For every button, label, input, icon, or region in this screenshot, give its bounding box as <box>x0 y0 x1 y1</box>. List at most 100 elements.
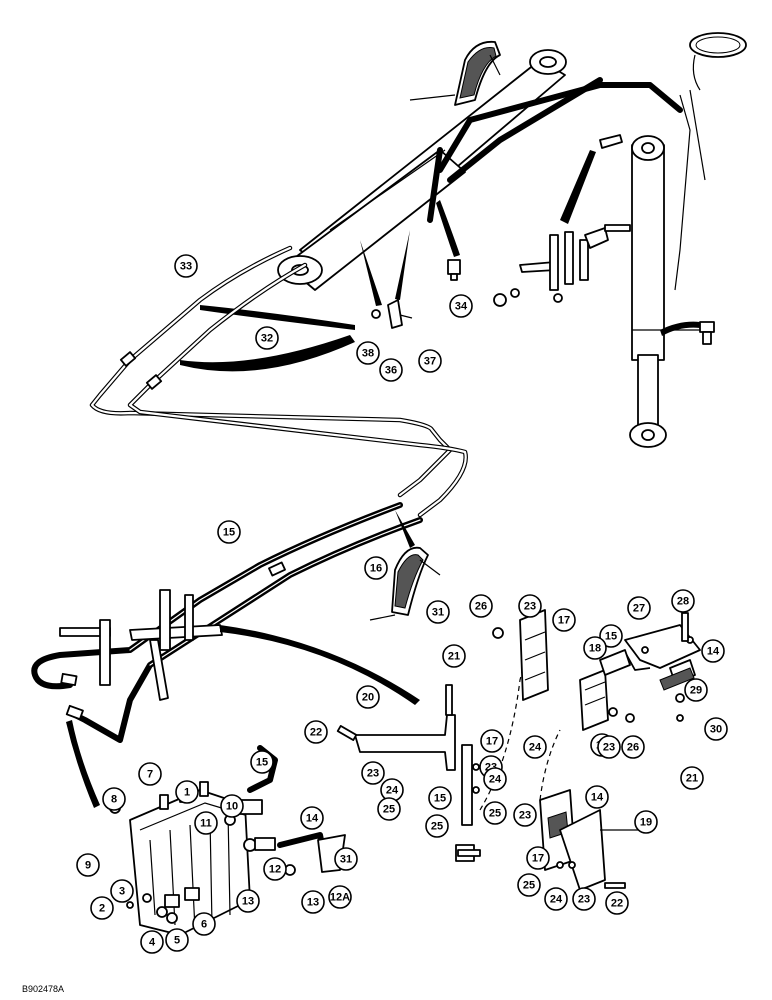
callout-label: 22 <box>310 727 322 739</box>
callout-circle <box>174 254 198 278</box>
callout-label: 26 <box>475 601 487 613</box>
callout-33: 33 <box>174 254 198 278</box>
callout-22: 22 <box>605 891 629 915</box>
middle-protective-hose <box>369 546 441 621</box>
callout-26: 26 <box>469 594 493 618</box>
callout-30: 30 <box>704 717 728 741</box>
callout-24: 24 <box>380 778 404 802</box>
callout-circle <box>605 891 629 915</box>
callout-29: 29 <box>684 678 708 702</box>
callout-circle <box>684 678 708 702</box>
callout-circle <box>449 294 473 318</box>
callout-circle <box>263 857 287 881</box>
callout-28: 28 <box>671 589 695 613</box>
dipper-fitting <box>699 321 715 345</box>
callout-circle <box>220 794 244 818</box>
cylinder-supply-hoses <box>427 77 706 291</box>
callout-circle <box>425 814 449 838</box>
callout-label: 9 <box>85 860 91 872</box>
callout-circle <box>517 873 541 897</box>
callout-label: 17 <box>532 853 544 865</box>
callout-circle <box>175 780 199 804</box>
callout-label: 33 <box>180 261 192 273</box>
callout-6: 6 <box>192 912 216 936</box>
callout-21: 21 <box>680 766 704 790</box>
callout-23: 23 <box>572 887 596 911</box>
callout-12a: 12A <box>328 885 352 909</box>
callout-circle <box>442 644 466 668</box>
clamp-ring <box>689 32 747 91</box>
callout-26: 26 <box>621 735 645 759</box>
callout-label: 31 <box>340 854 352 866</box>
callout-label: 38 <box>362 348 374 360</box>
callout-14: 14 <box>585 785 609 809</box>
mid-hoses <box>31 502 423 743</box>
callout-label: 14 <box>707 646 720 658</box>
callout-15: 15 <box>217 520 241 544</box>
callout-label: 16 <box>370 563 382 575</box>
callout-label: 28 <box>677 596 689 608</box>
callout-circle <box>356 685 380 709</box>
callout-label: 24 <box>550 894 563 906</box>
callout-8: 8 <box>102 787 126 811</box>
callout-circle <box>138 762 162 786</box>
callout-label: 6 <box>201 919 207 931</box>
callout-9: 9 <box>76 853 100 877</box>
leader-wedges-upper <box>180 150 700 372</box>
callout-circle <box>599 624 623 648</box>
hose-support-brackets <box>59 589 223 701</box>
callout-label: 24 <box>386 785 399 797</box>
callout-label: 23 <box>578 894 590 906</box>
callout-label: 21 <box>448 651 460 663</box>
callout-16: 16 <box>364 556 388 580</box>
callout-37: 37 <box>418 349 442 373</box>
callout-circle <box>217 520 241 544</box>
callout-20: 20 <box>356 685 380 709</box>
upper-boom-hose <box>409 40 501 106</box>
callout-label: 21 <box>686 773 698 785</box>
boom-cylinder <box>277 49 567 291</box>
callout-15: 15 <box>250 750 274 774</box>
callout-15: 15 <box>428 786 452 810</box>
callout-label: 3 <box>119 886 125 898</box>
callout-circle <box>526 846 550 870</box>
callout-circle <box>483 801 507 825</box>
callout-23: 23 <box>513 803 537 827</box>
callout-circle <box>361 761 385 785</box>
callout-circle <box>627 596 651 620</box>
lower-right-bracket <box>539 729 640 891</box>
callout-label: 31 <box>432 607 444 619</box>
callout-34: 34 <box>449 294 473 318</box>
callout-23: 23 <box>361 761 385 785</box>
callout-circle <box>480 729 504 753</box>
callout-14: 14 <box>300 806 324 830</box>
callout-circle <box>513 803 537 827</box>
callout-label: 30 <box>710 724 722 736</box>
callout-label: 12A <box>330 892 350 904</box>
callout-circle <box>523 735 547 759</box>
callout-label: 2 <box>99 903 105 915</box>
callout-circle <box>76 853 100 877</box>
callout-15: 15 <box>599 624 623 648</box>
callout-circle <box>379 358 403 382</box>
callout-label: 22 <box>611 898 623 910</box>
callout-label: 25 <box>383 804 395 816</box>
callout-label: 25 <box>431 821 443 833</box>
callout-circle <box>621 735 645 759</box>
callout-label: 15 <box>434 793 446 805</box>
callout-24: 24 <box>523 735 547 759</box>
callout-25: 25 <box>517 873 541 897</box>
callout-label: 23 <box>524 601 536 613</box>
callout-31: 31 <box>334 847 358 871</box>
callout-circle <box>428 786 452 810</box>
callout-label: 17 <box>558 615 570 627</box>
callout-label: 13 <box>307 897 319 909</box>
callout-21: 21 <box>442 644 466 668</box>
callout-circle <box>585 785 609 809</box>
callout-label: 19 <box>640 817 652 829</box>
manifold-block <box>599 612 701 722</box>
callout-31: 31 <box>426 600 450 624</box>
callout-label: 23 <box>519 810 531 822</box>
